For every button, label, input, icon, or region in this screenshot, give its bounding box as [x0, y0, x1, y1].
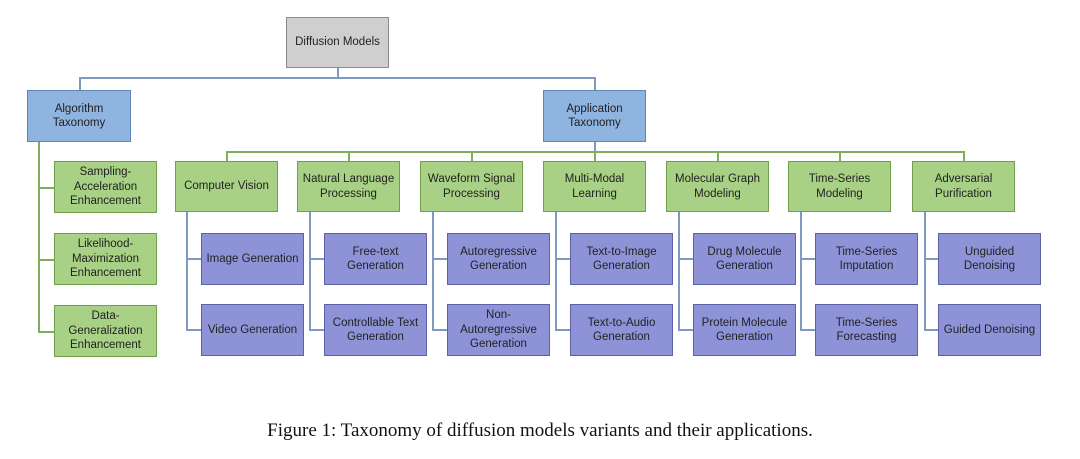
connector-cat-4 — [594, 151, 596, 161]
trunk-cat-7 — [924, 212, 926, 330]
leaf-unguided-denoising: Unguided Denoising — [938, 233, 1041, 285]
root-node: Diffusion Models — [286, 17, 389, 68]
trunk-cat-4-leaf-1 — [555, 258, 570, 260]
algorithm-child-sampling: Sampling-Acceleration Enhancement — [54, 161, 157, 213]
leaf-image-generation: Image Generation — [201, 233, 304, 285]
connector-root-bar — [79, 77, 595, 79]
application-taxonomy-node: Application Taxonomy — [543, 90, 646, 142]
leaf-time-series-forecasting: Time-Series Forecasting — [815, 304, 918, 356]
leaf-text-to-audio-generation: Text-to-Audio Generation — [570, 304, 673, 356]
trunk-cat-2-leaf-1 — [309, 258, 324, 260]
category-molecular: Molecular Graph Modeling — [666, 161, 769, 212]
connector-cat-7 — [963, 151, 965, 161]
trunk-cat-7-leaf-2 — [924, 329, 939, 331]
trunk-cat-5-leaf-2 — [678, 329, 693, 331]
leaf-autoregressive-generation: Autoregressive Generation — [447, 233, 550, 285]
leaf-non-autoregressive-generation: Non-Autoregressive Generation — [447, 304, 550, 356]
trunk-cat-3 — [432, 212, 434, 330]
trunk-cat-4 — [555, 212, 557, 330]
algorithm-taxonomy-node: Algorithm Taxonomy — [27, 90, 131, 142]
connector-cat-6 — [839, 151, 841, 161]
leaf-protein-molecule-generation: Protein Molecule Generation — [693, 304, 796, 356]
figure-caption: Figure 1: Taxonomy of diffusion models v… — [267, 420, 813, 441]
connector-cat-2 — [348, 151, 350, 161]
connector-to-application — [594, 77, 596, 90]
connector-cat-5 — [717, 151, 719, 161]
trunk-cat-2-leaf-2 — [309, 329, 324, 331]
connector-to-algorithm — [79, 77, 81, 90]
category-computer-vision: Computer Vision — [175, 161, 278, 212]
trunk-cat-5 — [678, 212, 680, 330]
trunk-cat-3-leaf-2 — [432, 329, 447, 331]
category-adversarial: Adversarial Purification — [912, 161, 1015, 212]
trunk-cat-6 — [800, 212, 802, 330]
leaf-text-to-image-generation: Text-to-Image Generation — [570, 233, 673, 285]
trunk-cat-2 — [309, 212, 311, 330]
trunk-cat-1 — [186, 212, 188, 330]
category-nlp: Natural Language Processing — [297, 161, 400, 212]
leaf-drug-molecule-generation: Drug Molecule Generation — [693, 233, 796, 285]
connector-algorithm-trunk — [38, 142, 40, 332]
trunk-cat-5-leaf-1 — [678, 258, 693, 260]
leaf-controllable-text-generation: Controllable Text Generation — [324, 304, 427, 356]
trunk-cat-6-leaf-2 — [800, 329, 815, 331]
category-waveform: Waveform Signal Processing — [420, 161, 523, 212]
algorithm-child-data: Data-Generalization Enhancement — [54, 305, 157, 357]
trunk-cat-3-leaf-1 — [432, 258, 447, 260]
trunk-cat-4-leaf-2 — [555, 329, 570, 331]
category-time-series: Time-Series Modeling — [788, 161, 891, 212]
connector-root-down — [337, 68, 339, 78]
connector-cat-1 — [226, 151, 228, 161]
trunk-cat-1-leaf-1 — [186, 258, 201, 260]
leaf-guided-denoising: Guided Denoising — [938, 304, 1041, 356]
trunk-cat-7-leaf-1 — [924, 258, 939, 260]
connector-algorithm-child-3 — [38, 331, 54, 333]
leaf-free-text-generation: Free-text Generation — [324, 233, 427, 285]
connector-application-down — [594, 142, 596, 152]
connector-algorithm-child-2 — [38, 259, 54, 261]
leaf-video-generation: Video Generation — [201, 304, 304, 356]
leaf-time-series-imputation: Time-Series Imputation — [815, 233, 918, 285]
trunk-cat-1-leaf-2 — [186, 329, 201, 331]
connector-algorithm-child-1 — [38, 187, 54, 189]
trunk-cat-6-leaf-1 — [800, 258, 815, 260]
connector-cat-3 — [471, 151, 473, 161]
category-multimodal: Multi-Modal Learning — [543, 161, 646, 212]
algorithm-child-likelihood: Likelihood-Maximization Enhancement — [54, 233, 157, 285]
